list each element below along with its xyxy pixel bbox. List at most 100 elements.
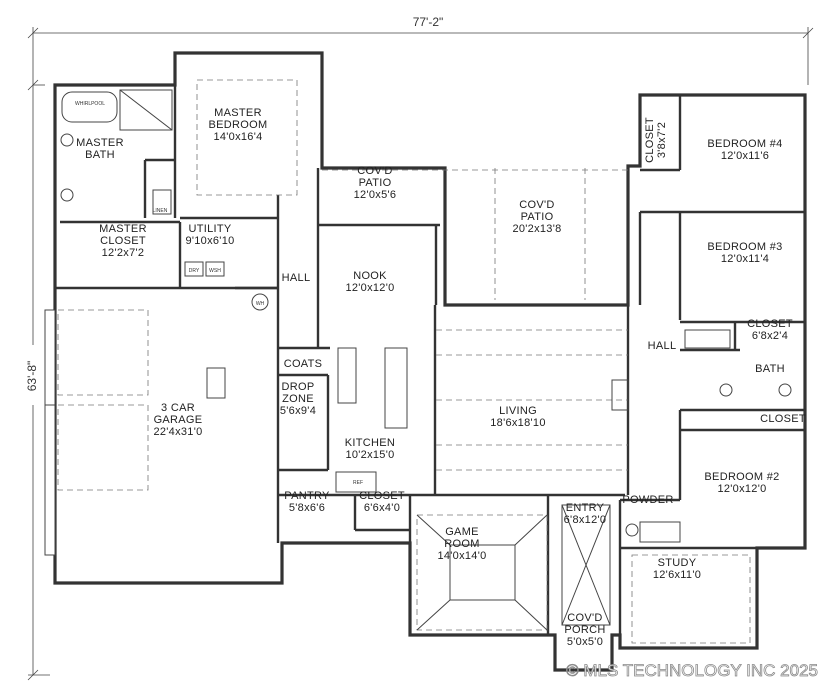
room-name: HALL xyxy=(648,340,677,352)
room-size: 10'2x15'0 xyxy=(345,449,394,461)
room-name: LIVING xyxy=(499,405,537,417)
room-name: PATIO xyxy=(359,177,392,189)
room-size: 5'8x6'6 xyxy=(289,502,325,514)
room-size: 6'6x4'0 xyxy=(364,502,400,514)
room-name: POWDER xyxy=(622,494,673,506)
room-name: STUDY xyxy=(658,557,697,569)
room-name: GAME xyxy=(445,526,479,538)
room-size: 3'8x7'2 xyxy=(656,122,668,158)
room-name: CLOSET xyxy=(747,318,793,330)
room-name: PANTRY xyxy=(284,490,330,502)
room-name: BEDROOM #2 xyxy=(704,471,779,483)
room-name: MASTER xyxy=(99,223,147,235)
room-size: 12'0x11'4 xyxy=(721,253,769,265)
room-name: PATIO xyxy=(521,211,554,223)
room-label-hall-left: HALL xyxy=(282,272,311,284)
room-size: 18'6x18'10 xyxy=(490,417,546,429)
room-name: 3 CAR xyxy=(161,402,195,414)
room-label-bath: BATH xyxy=(755,363,785,375)
ceiling-lines xyxy=(57,79,751,644)
garage-doors xyxy=(44,309,226,556)
fixture-tag-whirlpool: WHIRLPOOL xyxy=(75,101,105,107)
room-size: 5'6x9'4 xyxy=(280,405,316,417)
room-label-bedroom-2: BEDROOM #212'0x12'0 xyxy=(704,471,779,495)
room-size: 12'2x7'2 xyxy=(102,247,145,259)
room-size: 6'8x2'4 xyxy=(752,330,788,342)
room-name: COV'D xyxy=(357,165,392,177)
room-name: BEDROOM #3 xyxy=(707,241,782,253)
room-label-bedroom-4: BEDROOM #412'0x11'6 xyxy=(707,138,782,162)
overall-width-label: 77'-2" xyxy=(413,15,444,29)
fixture-tag-ref: REF xyxy=(353,480,363,486)
room-label-hall-right: HALL xyxy=(648,340,677,352)
room-name: CLOSET xyxy=(359,490,405,502)
room-name: CLOSET xyxy=(100,235,146,247)
room-name: ENTRY xyxy=(566,502,605,514)
room-name: BATH xyxy=(85,149,115,161)
fixture-tag-washer: WSH xyxy=(209,268,221,274)
room-size: 12'0x12'0 xyxy=(717,483,766,495)
fixture-tag-dryer: DRY xyxy=(189,268,200,274)
room-size: 6'8x12'0 xyxy=(564,514,607,526)
room-name: NOOK xyxy=(353,270,387,282)
fixture-tag-water_heater: WH xyxy=(256,301,265,307)
room-size: 12'0x12'0 xyxy=(345,282,394,294)
room-name: BEDROOM xyxy=(209,119,268,131)
room-label-closet-br2: CLOSET xyxy=(760,413,806,425)
room-name: ZONE xyxy=(282,393,314,405)
room-name: KITCHEN xyxy=(345,437,395,449)
room-name: DROP xyxy=(282,381,315,393)
room-size: 9'10x6'10 xyxy=(185,235,234,247)
room-name: UTILITY xyxy=(188,223,231,235)
room-size: 22'4x31'0 xyxy=(153,426,202,438)
room-size: 20'2x13'8 xyxy=(512,223,561,235)
room-size: 5'0x5'0 xyxy=(567,636,603,648)
room-name: GARAGE xyxy=(154,414,203,426)
room-name: ROOM xyxy=(444,538,479,550)
room-name: COATS xyxy=(284,358,323,370)
room-name: CLOSET xyxy=(644,117,656,163)
room-name: COV'D xyxy=(519,199,554,211)
room-name: COV'D xyxy=(567,612,602,624)
room-label-bedroom-3: BEDROOM #312'0x11'4 xyxy=(707,241,782,265)
fixture-tag-linen: LINEN xyxy=(153,208,168,214)
watermark: © MLS TECHNOLOGY INC 2025 xyxy=(566,661,818,680)
room-label-powder: POWDER xyxy=(622,494,673,506)
room-name: BEDROOM #4 xyxy=(707,138,782,150)
room-name: MASTER xyxy=(76,137,124,149)
room-name: MASTER xyxy=(214,107,262,119)
room-size: 12'0x5'6 xyxy=(354,189,397,201)
room-label-coats: COATS xyxy=(284,358,323,370)
room-labels: MASTERBEDROOM14'0x16'4MASTERBATHMASTERCL… xyxy=(76,107,806,648)
room-name: HALL xyxy=(282,272,311,284)
overall-depth-label: 63'-8" xyxy=(25,361,39,392)
room-size: 12'6x11'0 xyxy=(653,569,701,581)
room-name: BATH xyxy=(755,363,785,375)
room-name: CLOSET xyxy=(760,413,806,425)
fixtures xyxy=(60,89,792,543)
room-size: 14'0x16'4 xyxy=(213,131,262,143)
room-size: 14'0x14'0 xyxy=(437,550,486,562)
room-size: 12'0x11'6 xyxy=(721,150,769,162)
room-name: PORCH xyxy=(564,624,605,636)
